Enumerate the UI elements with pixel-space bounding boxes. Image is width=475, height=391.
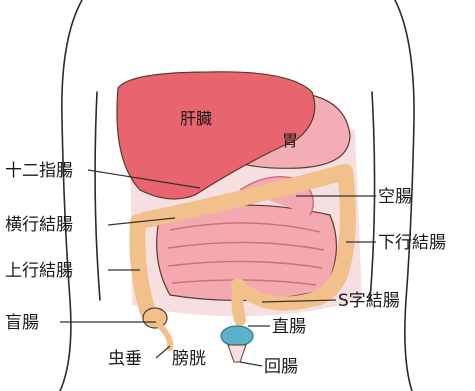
label-ileum: 回腸 bbox=[264, 357, 298, 377]
label-bladder: 膀胱 bbox=[172, 349, 206, 369]
label-sigmoid-colon: S字結腸 bbox=[338, 291, 400, 311]
label-transverse-colon: 横行結腸 bbox=[5, 215, 73, 235]
label-jejunum: 空腸 bbox=[378, 187, 412, 207]
label-appendix: 虫垂 bbox=[108, 349, 142, 369]
label-ascending-colon: 上行結腸 bbox=[5, 261, 73, 281]
label-stomach: 胃 bbox=[282, 131, 298, 150]
label-duodenum: 十二指腸 bbox=[5, 161, 73, 181]
label-liver: 肝臓 bbox=[180, 109, 212, 128]
bladder bbox=[221, 326, 253, 362]
label-descending-colon: 下行結腸 bbox=[378, 233, 446, 253]
label-cecum: 盲腸 bbox=[5, 313, 39, 333]
label-rectum: 直腸 bbox=[272, 317, 306, 337]
